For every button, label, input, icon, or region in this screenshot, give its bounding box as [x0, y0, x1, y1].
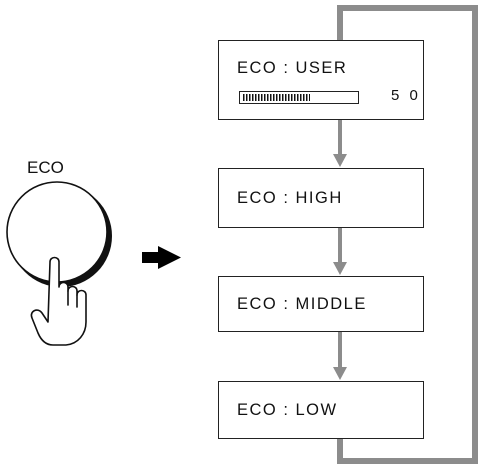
- eco-low-label: ECO : LOW: [237, 401, 338, 419]
- eco-user-display: ECO : USER 5 0: [218, 40, 424, 120]
- eco-button-graphic: [6, 181, 112, 287]
- eco-middle-display: ECO : MIDDLE: [218, 276, 424, 332]
- down-arrow-middle-low: [333, 332, 347, 380]
- eco-middle-label: ECO : MIDDLE: [237, 295, 367, 313]
- loop-back-connector: [337, 5, 478, 464]
- eco-high-label: ECO : HIGH: [237, 189, 343, 207]
- down-arrow-high-middle: [333, 228, 347, 275]
- pressing-hand-icon: [30, 256, 87, 346]
- eco-button-label: ECO: [27, 158, 64, 177]
- eco-high-display: ECO : HIGH: [218, 168, 424, 228]
- eco-low-display: ECO : LOW: [218, 381, 424, 439]
- eco-level-fill: [243, 94, 310, 101]
- down-arrow-user-high: [333, 120, 347, 167]
- eco-level-bar: [239, 91, 359, 104]
- eco-user-label: ECO : USER: [237, 59, 348, 77]
- right-arrow-icon: [142, 246, 181, 269]
- eco-level-value: 5 0: [391, 87, 421, 104]
